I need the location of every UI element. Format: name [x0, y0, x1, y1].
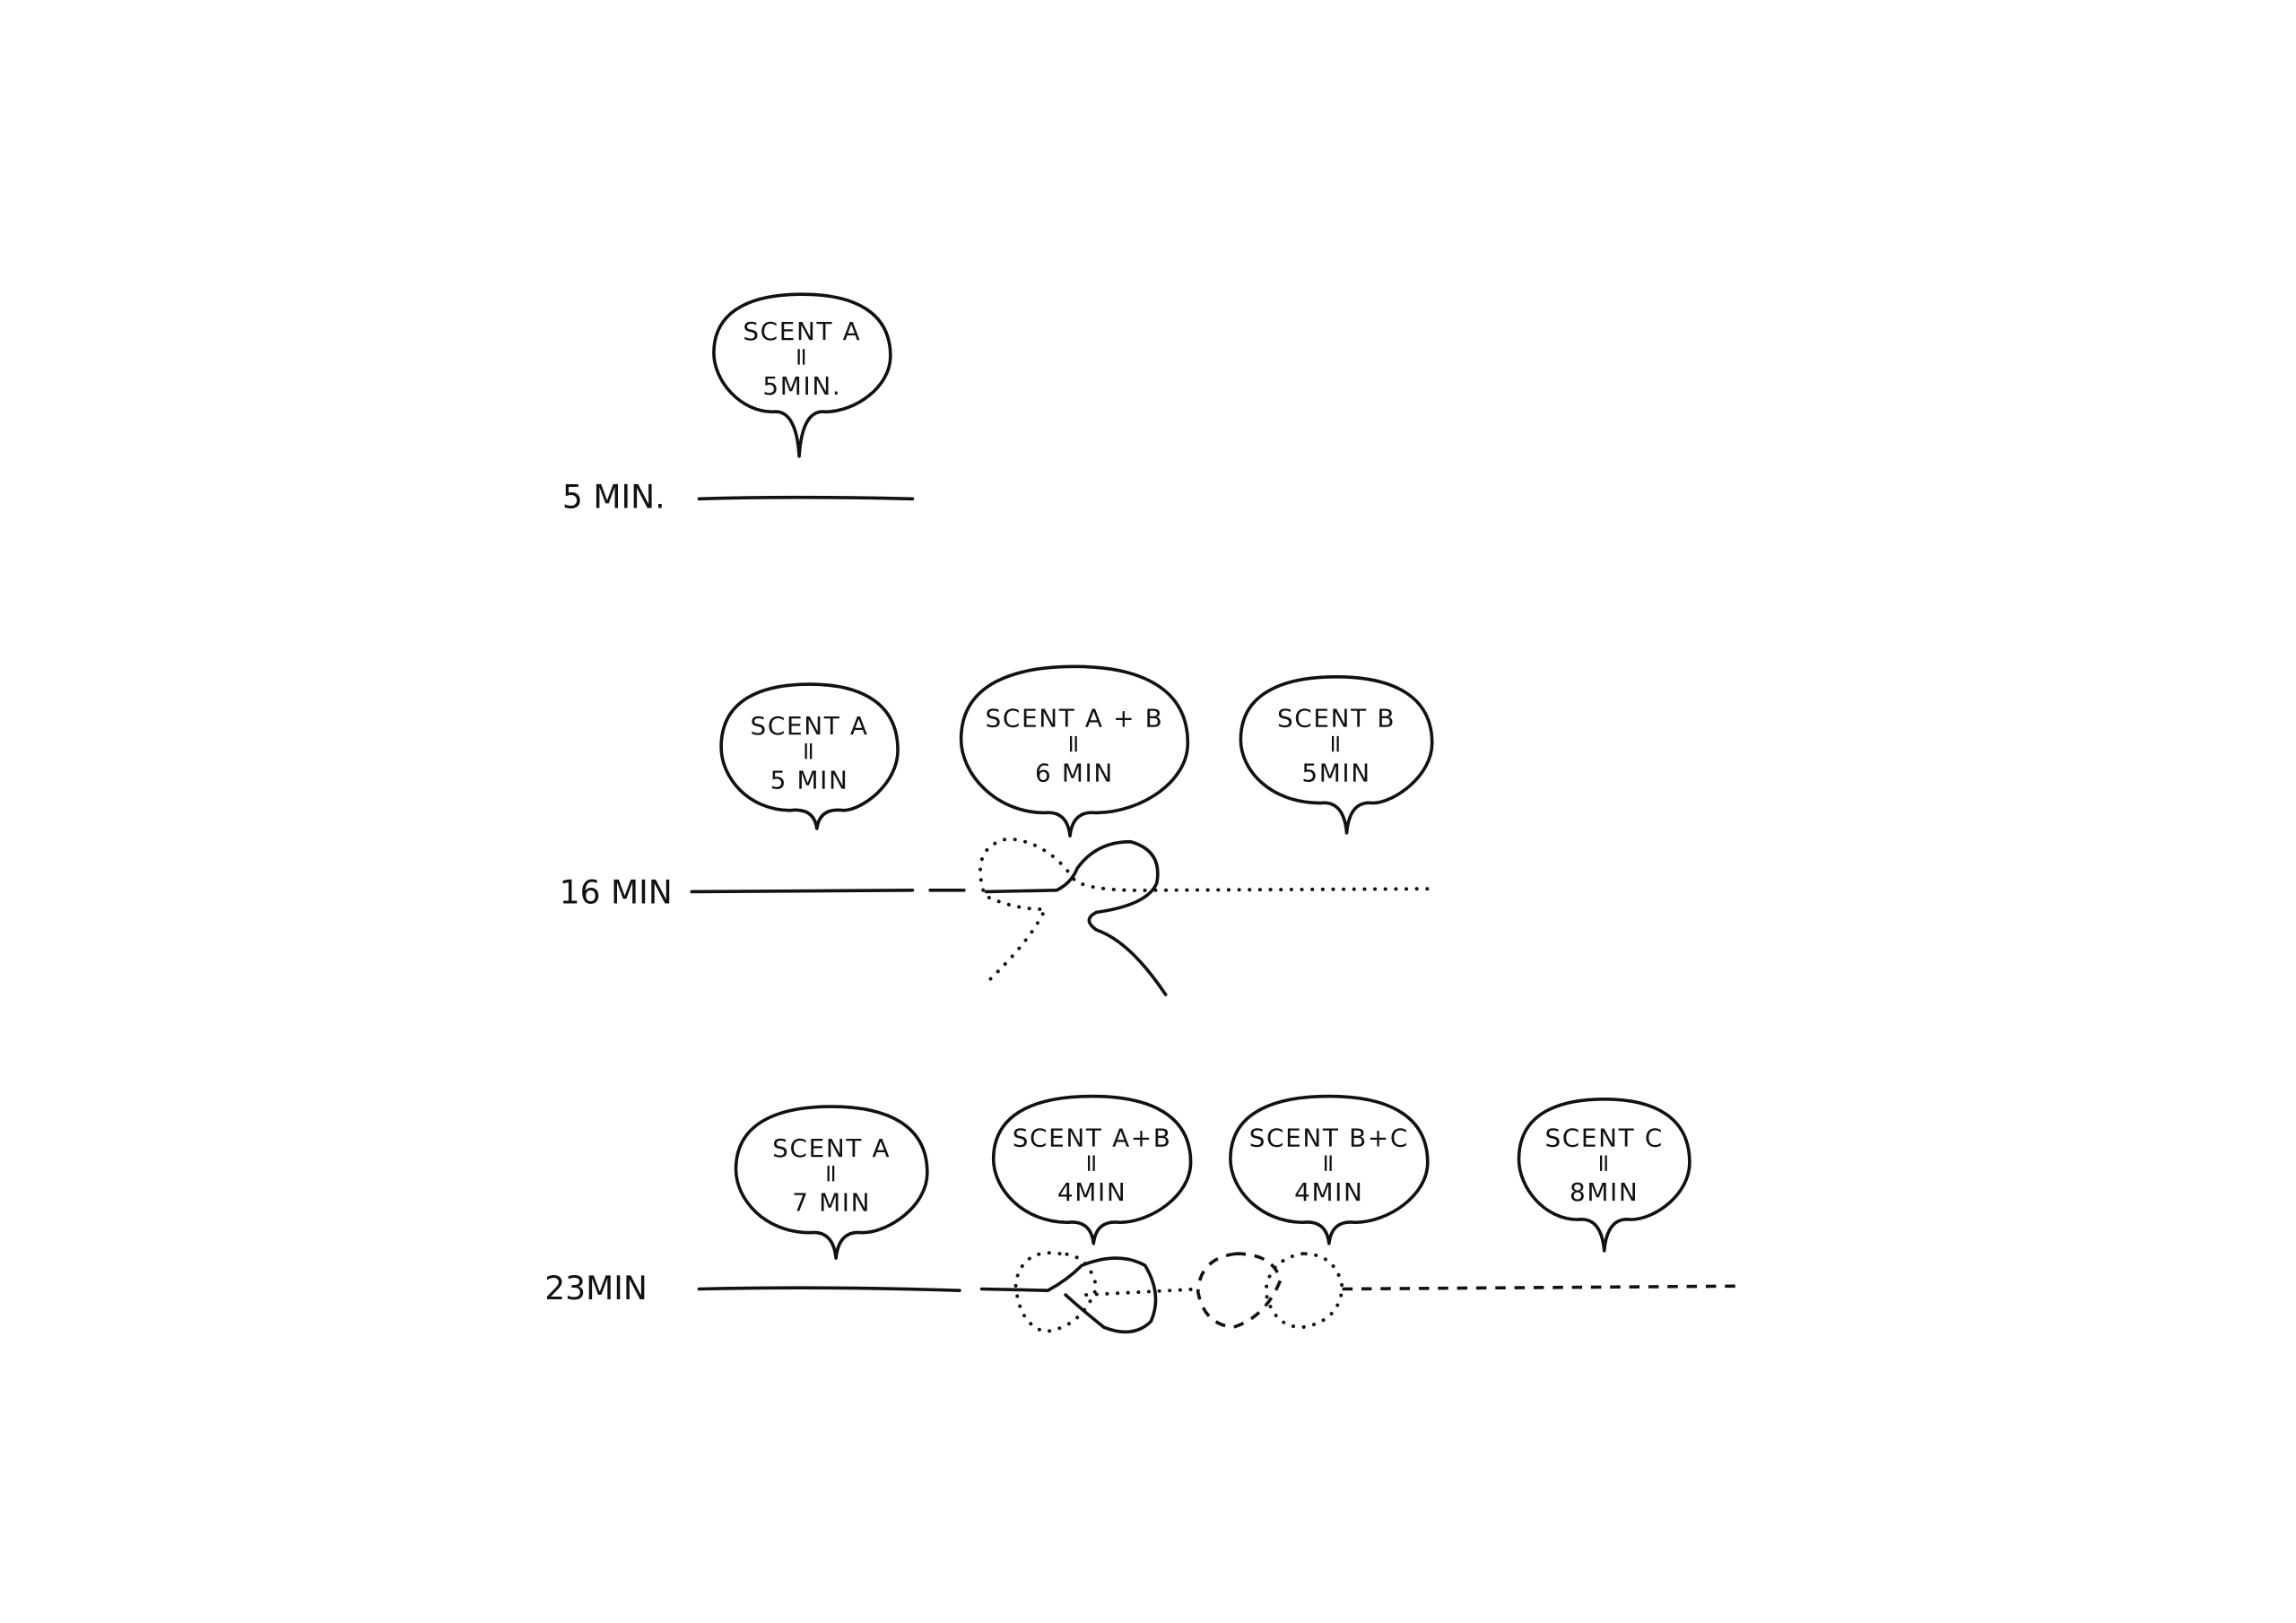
scent-b-bow-line: [978, 837, 1437, 988]
speech-bubble: SCENT A=5MIN.: [712, 292, 892, 458]
bubble-equals-sign: =: [1059, 733, 1089, 756]
bubble-equals-sign: =: [1589, 1153, 1619, 1176]
bubble-outline: [1229, 1094, 1430, 1245]
bubble-equals-sign: =: [787, 346, 817, 369]
bubble-outline: [712, 292, 892, 458]
speech-bubble: SCENT B+C=4MIN: [1229, 1094, 1430, 1245]
bubble-equals-sign: =: [1314, 1153, 1344, 1176]
speech-bubble: SCENT C=8MIN: [1517, 1098, 1692, 1253]
bubble-duration-text: 5MIN.: [762, 371, 841, 401]
bubble-duration-text: 4MIN: [1294, 1177, 1363, 1207]
scent-c-knot: [1264, 1252, 1344, 1330]
bubble-scent-text: SCENT A + B: [986, 704, 1164, 733]
timeline-row-5min: 5 MIN. SCENT A=5MIN.: [562, 292, 915, 516]
row-total-label: 16 MIN: [560, 873, 673, 912]
speech-bubble: SCENT A= 7 MIN: [734, 1105, 929, 1260]
scent-a-line: [697, 495, 915, 501]
speech-bubble: SCENT B=5MIN: [1239, 675, 1434, 835]
bubble-duration-text: 5MIN: [1301, 758, 1370, 787]
scent-bc-knot: [1196, 1252, 1744, 1329]
bubble-scent-text: SCENT C: [1544, 1123, 1663, 1152]
bubble-duration-text: 5 MIN: [770, 766, 849, 795]
speech-bubble: SCENT A + B=6 MIN: [959, 664, 1190, 838]
bubble-outline: [991, 1094, 1193, 1245]
bubble-scent-text: SCENT A+B: [1013, 1123, 1172, 1152]
scent-a-line: [690, 839, 1168, 997]
bubble-equals-sign: =: [795, 741, 824, 763]
bubble-outline: [1517, 1098, 1692, 1253]
timeline-row-23min: 23MIN SCENT A=7 MIN SCENT A+B=4MIN SCENT…: [544, 1094, 1744, 1334]
bubble-scent-text: SCENT B: [1277, 704, 1396, 733]
scent-ab-knot: [1013, 1251, 1202, 1334]
bubble-scent-text: SCENT A: [751, 711, 869, 741]
bubble-duration-text: 6 MIN: [1035, 758, 1114, 787]
row-total-label: 5 MIN.: [562, 477, 665, 516]
timeline-row-16min: 16 MIN SCENT A=5 MIN SCENT A + B=6 MIN S…: [560, 664, 1437, 997]
bubble-duration-text: 7 MIN: [792, 1188, 871, 1218]
speech-bubble: SCENT A= 5 MIN: [719, 682, 900, 830]
bubble-outline: [959, 664, 1190, 838]
bubble-duration-text: 4MIN: [1057, 1177, 1126, 1207]
bubble-scent-text: SCENT A: [772, 1133, 891, 1163]
bubble-outline: [734, 1105, 929, 1260]
speech-bubble: SCENT A+B=4MIN: [991, 1094, 1193, 1245]
bubble-scent-text: SCENT A: [743, 317, 861, 346]
bubble-equals-sign: =: [816, 1163, 846, 1185]
bubble-scent-text: SCENT B+C: [1249, 1123, 1409, 1152]
bubble-equals-sign: =: [1077, 1153, 1107, 1176]
row-total-label: 23MIN: [544, 1269, 648, 1307]
scent-a-line: [697, 1256, 1158, 1334]
bubble-duration-text: 8MIN: [1570, 1177, 1639, 1207]
bubble-outline: [719, 682, 900, 830]
bubble-outline: [1239, 675, 1434, 835]
bubble-equals-sign: =: [1321, 733, 1351, 756]
